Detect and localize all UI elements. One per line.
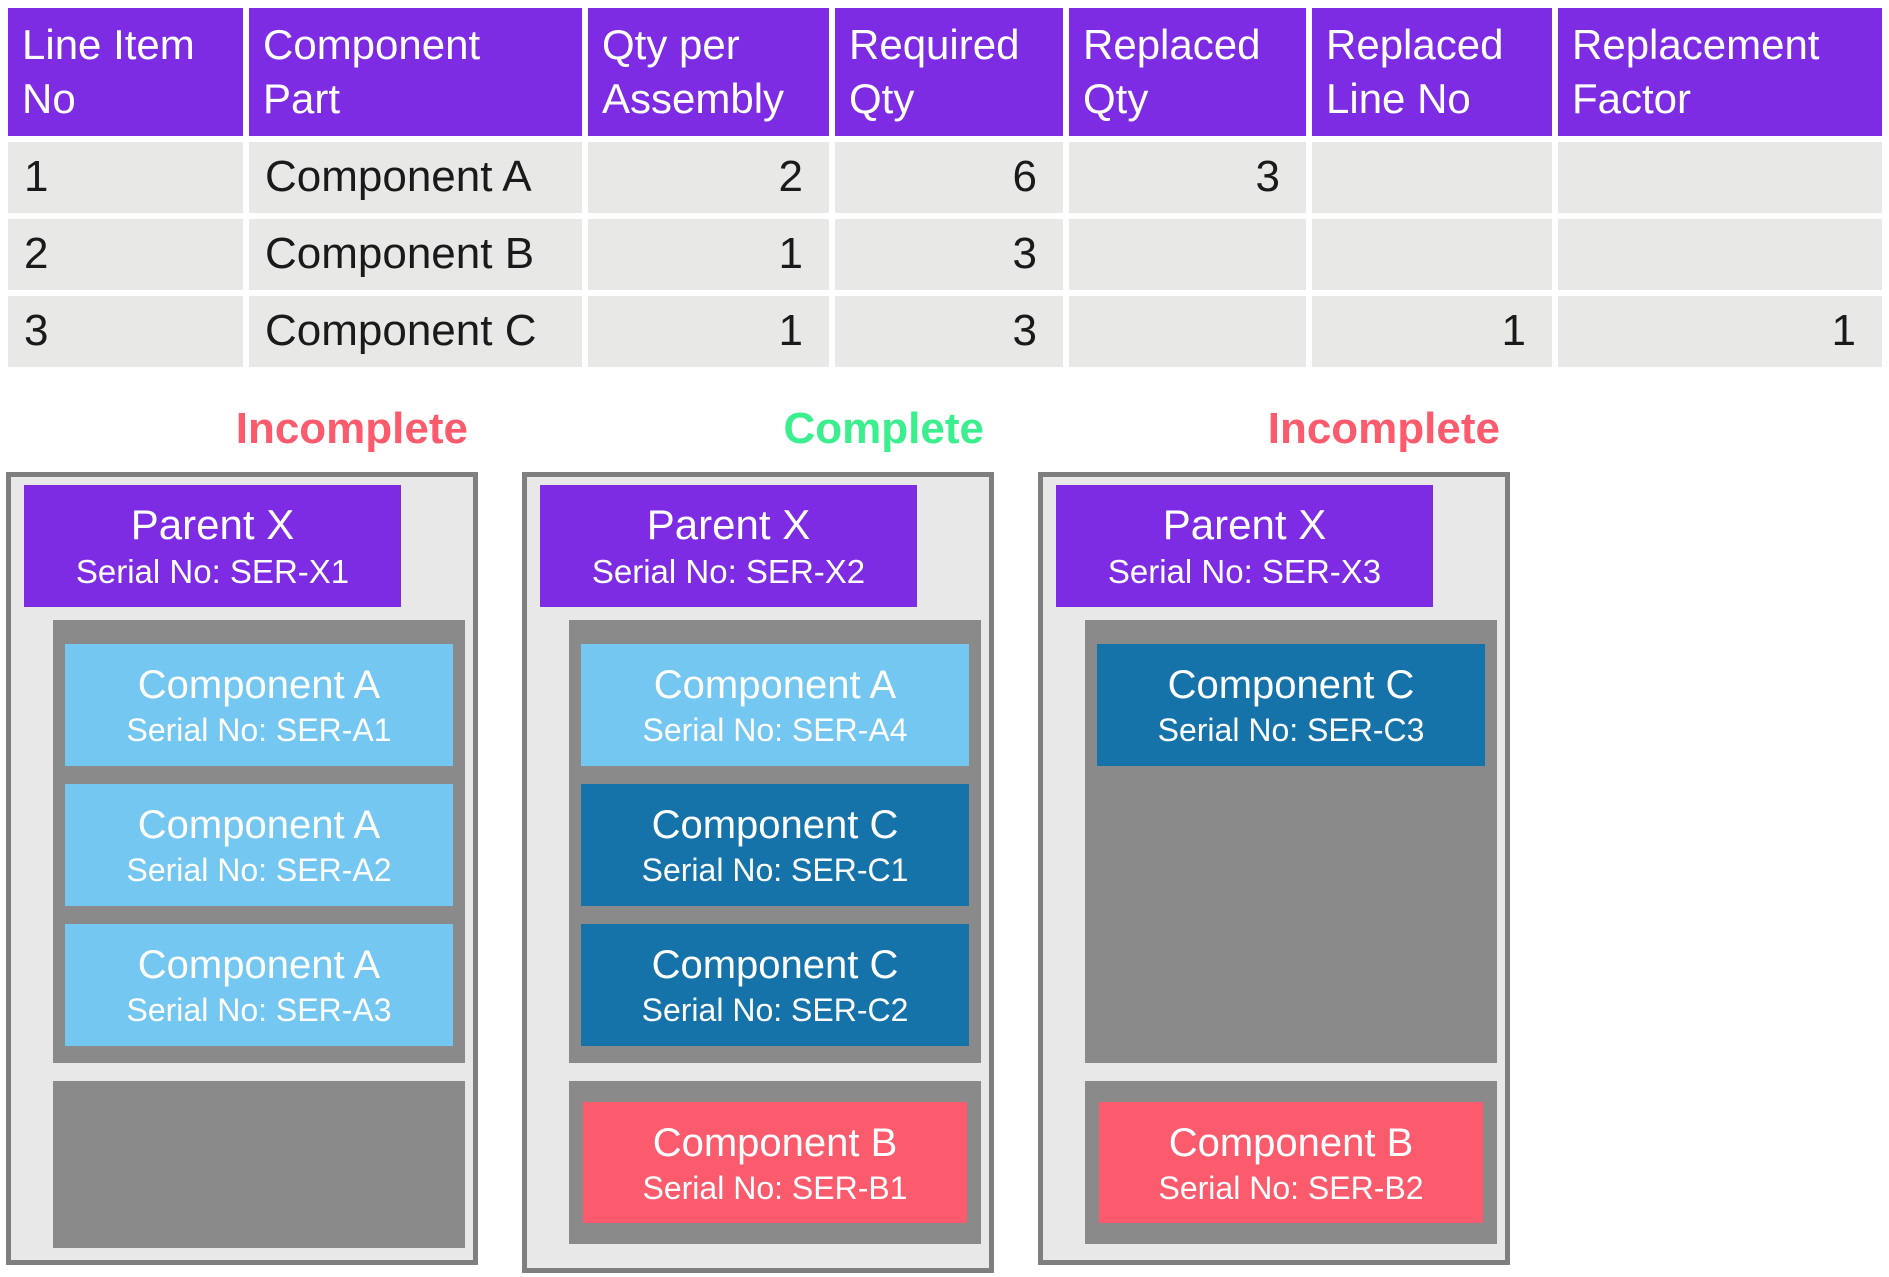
component-box: Component A Serial No: SER-A4: [581, 644, 969, 766]
col-header-replacement-factor: Replacement Factor: [1558, 8, 1882, 136]
col-header-replaced-line-no: Replaced Line No: [1312, 8, 1552, 136]
component-serial: Serial No: SER-C1: [641, 852, 909, 888]
component-box: Component A Serial No: SER-A3: [65, 924, 453, 1046]
component-box: Component C Serial No: SER-C3: [1097, 644, 1485, 766]
table-header-row: Line Item No Component Part Qty per Asse…: [8, 8, 1882, 136]
components-holder: Component A Serial No: SER-A4 Component …: [569, 620, 981, 1063]
component-name: Component C: [1167, 663, 1415, 707]
cell-replaced-line-no: [1312, 218, 1552, 290]
cell-line-no: 3: [8, 295, 243, 367]
component-box: Component A Serial No: SER-A1: [65, 644, 453, 766]
cell-replacement-factor: 1: [1558, 295, 1882, 367]
component-name: Component A: [137, 943, 381, 987]
col-header-component-part: Component Part: [249, 8, 582, 136]
cell-replacement-factor: [1558, 218, 1882, 290]
replaced-slot-holder: Component B Serial No: SER-B2: [1085, 1081, 1497, 1244]
cell-replacement-factor: [1558, 141, 1882, 213]
components-holder: Component C Serial No: SER-C3: [1085, 620, 1497, 1063]
parent-serial: Serial No: SER-X1: [75, 553, 350, 590]
assembly-card-ser-x3: Parent X Serial No: SER-X3 Component C S…: [1038, 472, 1510, 1265]
cell-line-no: 2: [8, 218, 243, 290]
assembly-card-ser-x2: Parent X Serial No: SER-X2 Component A S…: [522, 472, 994, 1273]
parent-name: Parent X: [130, 501, 295, 548]
table-row: 3 Component C 1 3 1 1: [8, 295, 1882, 367]
component-box: Component A Serial No: SER-A2: [65, 784, 453, 906]
component-serial: Serial No: SER-A4: [642, 712, 908, 748]
parent-name: Parent X: [646, 501, 811, 548]
col-header-qty-per-assembly: Qty per Assembly: [588, 8, 829, 136]
components-holder: Component A Serial No: SER-A1 Component …: [53, 620, 465, 1063]
cell-component-part: Component B: [249, 218, 582, 290]
col-header-replaced-qty: Replaced Qty: [1069, 8, 1306, 136]
cell-replaced-qty: [1069, 295, 1306, 367]
parent-box: Parent X Serial No: SER-X2: [540, 485, 917, 607]
component-serial: Serial No: SER-A1: [126, 712, 392, 748]
cell-replaced-qty: [1069, 218, 1306, 290]
component-name: Component A: [653, 663, 897, 707]
component-box: Component C Serial No: SER-C1: [581, 784, 969, 906]
parent-name: Parent X: [1162, 501, 1327, 548]
component-box: Component C Serial No: SER-C2: [581, 924, 969, 1046]
status-label-complete: Complete: [783, 404, 984, 453]
cell-required-qty: 3: [835, 218, 1063, 290]
component-name: Component C: [651, 803, 899, 847]
col-header-line-item-no: Line Item No: [8, 8, 243, 136]
cell-required-qty: 6: [835, 141, 1063, 213]
assembly-card-ser-x1: Parent X Serial No: SER-X1 Component A S…: [6, 472, 478, 1265]
cell-qty-per-assembly: 1: [588, 218, 829, 290]
cell-qty-per-assembly: 1: [588, 295, 829, 367]
cell-qty-per-assembly: 2: [588, 141, 829, 213]
cell-replaced-line-no: [1312, 141, 1552, 213]
cell-required-qty: 3: [835, 295, 1063, 367]
component-name: Component A: [137, 663, 381, 707]
parent-serial: Serial No: SER-X3: [1107, 553, 1382, 590]
bom-table: Line Item No Component Part Qty per Asse…: [2, 2, 1888, 373]
cell-component-part: Component C: [249, 295, 582, 367]
component-name: Component A: [137, 803, 381, 847]
component-serial: Serial No: SER-B1: [642, 1169, 908, 1206]
component-name: Component B: [652, 1120, 898, 1165]
component-box: Component B Serial No: SER-B2: [1099, 1102, 1483, 1223]
parent-box: Parent X Serial No: SER-X3: [1056, 485, 1433, 607]
cell-line-no: 1: [8, 141, 243, 213]
replaced-slot-holder: Component B Serial No: SER-B1: [569, 1081, 981, 1244]
component-serial: Serial No: SER-A2: [126, 852, 392, 888]
component-box: Component B Serial No: SER-B1: [583, 1102, 967, 1223]
cell-replaced-line-no: 1: [1312, 295, 1552, 367]
component-serial: Serial No: SER-A3: [126, 992, 392, 1028]
component-serial: Serial No: SER-C3: [1157, 712, 1425, 748]
cell-replaced-qty: 3: [1069, 141, 1306, 213]
table-row: 1 Component A 2 6 3: [8, 141, 1882, 213]
component-serial: Serial No: SER-C2: [641, 992, 909, 1028]
table-row: 2 Component B 1 3: [8, 218, 1882, 290]
col-header-required-qty: Required Qty: [835, 8, 1063, 136]
component-name: Component B: [1168, 1120, 1414, 1165]
cell-component-part: Component A: [249, 141, 582, 213]
component-serial: Serial No: SER-B2: [1158, 1169, 1424, 1206]
parent-serial: Serial No: SER-X2: [591, 553, 866, 590]
status-label-incomplete-2: Incomplete: [1267, 404, 1500, 453]
status-label-incomplete-1: Incomplete: [235, 404, 468, 453]
component-name: Component C: [651, 943, 899, 987]
parent-box: Parent X Serial No: SER-X1: [24, 485, 401, 607]
empty-slot-holder: [53, 1081, 465, 1248]
